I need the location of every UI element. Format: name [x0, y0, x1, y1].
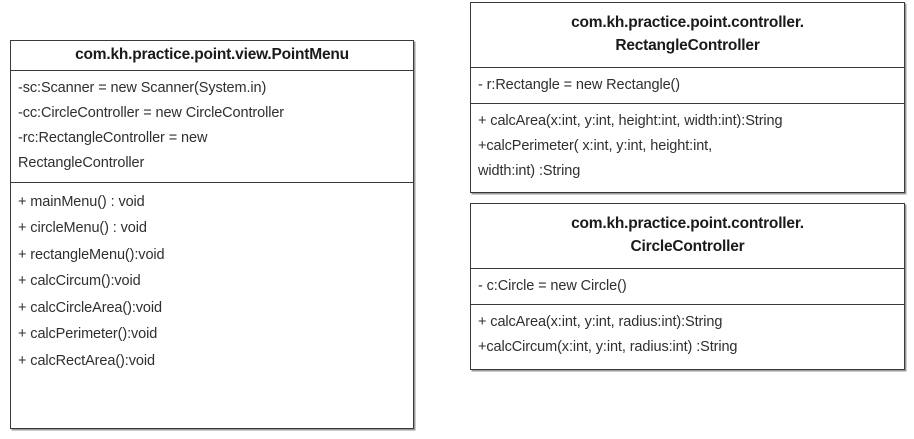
class-title-rectanglecontroller: com.kh.practice.point.controller. Rectan…	[471, 3, 904, 68]
method-row: + circleMenu() : void	[18, 220, 147, 237]
class-title-pointmenu: com.kh.practice.point.view.PointMenu	[11, 41, 413, 71]
method-row: +calcPerimeter( x:int, y:int, height:int…	[478, 137, 713, 154]
method-row: + mainMenu() : void	[18, 193, 145, 210]
method-row: + calcArea(x:int, y:int, height:int, wid…	[478, 112, 783, 129]
method-row: + calcCircum():void	[18, 273, 141, 290]
attribute-row: -rc:RectangleController = new	[18, 129, 208, 146]
class-methods-circlecontroller: + calcArea(x:int, y:int, radius:int):Str…	[471, 305, 904, 365]
class-attributes-circlecontroller: - c:Circle = new Circle()	[471, 269, 904, 305]
class-attributes-rectanglecontroller: - r:Rectangle = new Rectangle()	[471, 68, 904, 104]
class-methods-rectanglecontroller: + calcArea(x:int, y:int, height:int, wid…	[471, 104, 904, 189]
class-title-line: com.kh.practice.point.controller.	[571, 215, 804, 233]
method-row: + calcPerimeter():void	[18, 326, 158, 343]
method-row: + rectangleMenu():void	[18, 246, 165, 263]
class-box-pointmenu: com.kh.practice.point.view.PointMenu -sc…	[10, 40, 414, 429]
class-title-circlecontroller: com.kh.practice.point.controller. Circle…	[471, 204, 904, 269]
attribute-row: -cc:CircleController = new CircleControl…	[18, 104, 285, 121]
attribute-row: - c:Circle = new Circle()	[478, 278, 627, 294]
class-title-line: com.kh.practice.point.controller.	[571, 14, 804, 32]
method-row: width:int) :String	[478, 162, 581, 179]
class-attributes-pointmenu: -sc:Scanner = new Scanner(System.in) -cc…	[11, 71, 413, 183]
class-title-line: com.kh.practice.point.view.PointMenu	[75, 46, 349, 64]
attribute-row: -sc:Scanner = new Scanner(System.in)	[18, 80, 267, 96]
class-title-line: CircleController	[630, 238, 745, 255]
class-methods-pointmenu: + mainMenu() : void + circleMenu() : voi…	[11, 183, 413, 380]
method-row: + calcArea(x:int, y:int, radius:int):Str…	[478, 313, 723, 330]
class-box-circlecontroller: com.kh.practice.point.controller. Circle…	[470, 203, 905, 370]
attribute-row: - r:Rectangle = new Rectangle()	[478, 77, 681, 93]
method-row: + calcCircleArea():void	[18, 299, 162, 316]
class-title-line: RectangleController	[615, 37, 760, 54]
attribute-row: RectangleController	[18, 154, 145, 171]
class-box-rectanglecontroller: com.kh.practice.point.controller. Rectan…	[470, 2, 905, 193]
method-row: +calcCircum(x:int, y:int, radius:int) :S…	[478, 338, 738, 355]
method-row: + calcRectArea():void	[18, 352, 155, 369]
